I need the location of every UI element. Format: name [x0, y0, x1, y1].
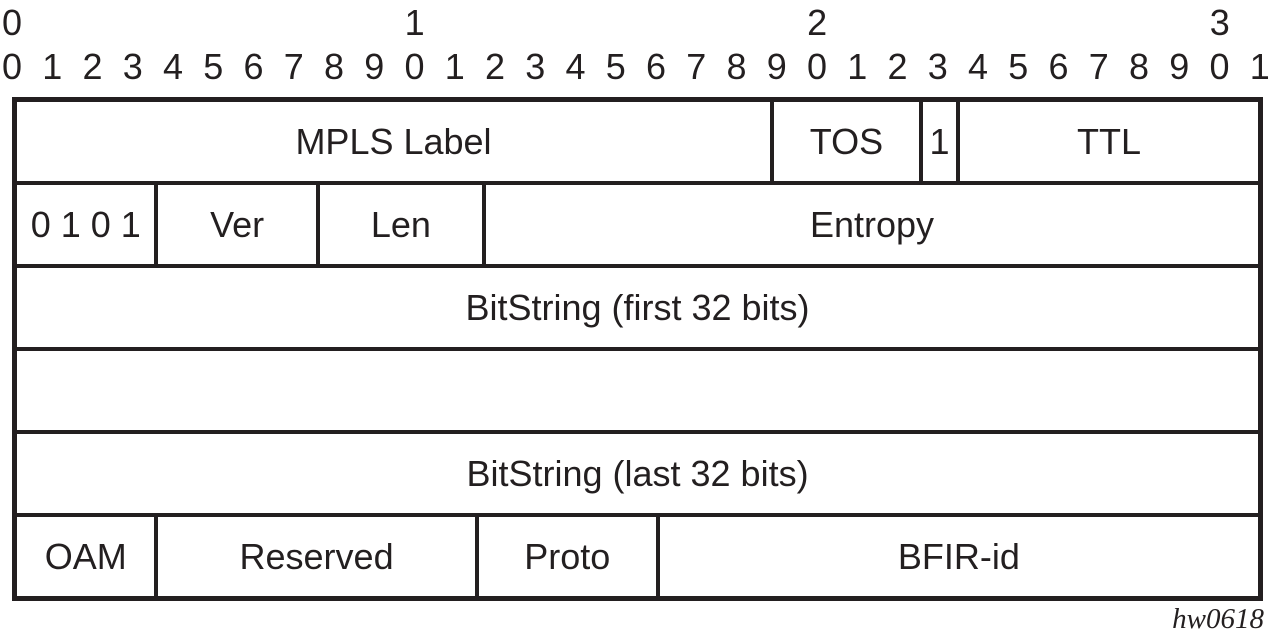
bit-digit: 5 — [1008, 46, 1029, 87]
field-label-oam: OAM — [44, 535, 127, 577]
bit-digit: 1 — [847, 46, 868, 87]
bit-digit: 5 — [605, 46, 626, 87]
bit-digit: 0 — [404, 46, 425, 87]
bit-digit: 4 — [565, 46, 586, 87]
field-label-reserved: Reserved — [239, 535, 394, 577]
field-cell-bfir-id: BFIR-id — [660, 517, 1258, 596]
field-label-tos: TOS — [809, 120, 884, 162]
bit-digit: 5 — [203, 46, 224, 87]
field-cell-tos: TOS — [774, 102, 923, 181]
bit-digit: 1 — [444, 46, 465, 87]
field-label-ttl: TTL — [1077, 120, 1142, 162]
bit-digit: 8 — [1128, 46, 1150, 87]
field-label-s-bit: 1 — [929, 120, 950, 162]
field-cell-entropy: Entropy — [486, 185, 1258, 264]
field-label-bitstring-last: BitString (last 32 bits) — [466, 452, 809, 494]
bit-tens-marker: 0 — [1, 2, 23, 43]
bit-digit: 7 — [686, 46, 707, 87]
field-label-ver: Ver — [210, 203, 265, 245]
bit-digit: 7 — [1088, 46, 1109, 87]
bit-digit: 6 — [243, 46, 264, 87]
bit-digit: 0 — [1209, 46, 1230, 87]
field-cell-bitstring-first: BitString (first 32 bits) — [17, 268, 1258, 347]
bit-digit: 6 — [1048, 46, 1069, 87]
field-label-mpls-label: MPLS Label — [295, 120, 492, 162]
field-label-bfir-id: BFIR-id — [897, 535, 1020, 577]
bit-digit: 2 — [484, 46, 506, 87]
bit-digit: 9 — [1169, 46, 1190, 87]
field-label-proto: Proto — [524, 535, 611, 577]
bit-tens-marker: 1 — [404, 2, 425, 43]
bit-digit: 0 — [806, 46, 828, 87]
bit-digit: 1 — [42, 46, 63, 87]
field-label-nibble-0101: 0 1 0 1 — [30, 203, 141, 245]
field-label-bitstring-first: BitString (first 32 bits) — [465, 286, 810, 328]
field-cell-ver: Ver — [158, 185, 320, 264]
field-cell-bitstring-middle — [17, 351, 1258, 430]
bit-digit: 4 — [162, 46, 184, 87]
bit-digit: 3 — [122, 46, 143, 87]
packet-row: 0 1 0 1 Ver Len Entropy — [17, 185, 1258, 268]
bit-digit: 7 — [283, 46, 304, 87]
bit-digit: 8 — [726, 46, 747, 87]
field-cell-nibble-0101: 0 1 0 1 — [17, 185, 159, 264]
field-cell-ttl: TTL — [960, 102, 1258, 181]
field-label-len: Len — [370, 203, 431, 245]
packet-row: BitString (first 32 bits) — [17, 268, 1258, 351]
packet-row: MPLS Label TOS 1 TTL — [17, 102, 1258, 185]
field-cell-proto: Proto — [479, 517, 660, 596]
bit-digit: 9 — [364, 46, 385, 87]
field-cell-bitstring-last: BitString (last 32 bits) — [17, 434, 1258, 513]
field-cell-s-bit: 1 — [923, 102, 961, 181]
bit-digit: 6 — [645, 46, 667, 87]
field-cell-len: Len — [320, 185, 487, 264]
bit-digit: 2 — [887, 46, 908, 87]
bit-digit: 2 — [82, 46, 103, 87]
bit-digit: 3 — [927, 46, 948, 87]
bit-digit: 4 — [967, 46, 989, 87]
bit-digit: 8 — [323, 46, 345, 87]
bit-ruler-tens: 0 1 2 3 — [0, 2, 1281, 44]
bit-digit: 0 — [1, 46, 23, 87]
packet-row: OAM Reserved Proto BFIR-id — [17, 517, 1258, 596]
packet-row — [17, 351, 1258, 434]
field-label-entropy: Entropy — [809, 203, 935, 245]
bit-digit: 1 — [1249, 46, 1270, 87]
packet-row: BitString (last 32 bits) — [17, 434, 1258, 517]
field-cell-reserved: Reserved — [158, 517, 479, 596]
figure-id: hw0618 — [1172, 603, 1264, 635]
field-cell-oam: OAM — [17, 517, 159, 596]
field-cell-mpls-label: MPLS Label — [17, 102, 774, 181]
bit-digit: 9 — [766, 46, 787, 87]
bit-tens-marker: 3 — [1209, 2, 1230, 43]
bit-digit: 3 — [525, 46, 546, 87]
bit-tens-marker: 2 — [807, 2, 828, 43]
